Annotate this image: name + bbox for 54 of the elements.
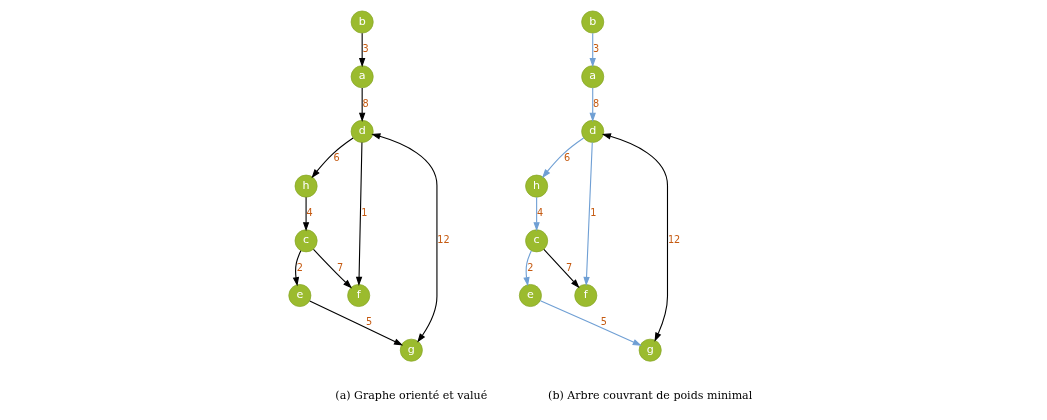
edge-label: 7 [565, 261, 572, 273]
node-circle: d [580, 120, 604, 143]
node-circle: c [524, 229, 548, 253]
arrow [358, 87, 365, 122]
edge-label: 4 [536, 207, 543, 219]
node-circle: b [350, 10, 374, 34]
arrow [312, 248, 352, 289]
edge-label: 1 [360, 207, 367, 219]
node-circle: h [524, 174, 548, 198]
arrow [542, 248, 580, 289]
edge-label: 5 [600, 316, 607, 328]
arrow [541, 137, 584, 179]
node-circle: g [399, 338, 423, 362]
edge-label: 2 [526, 261, 533, 273]
arrow [370, 133, 437, 343]
edge-label: 5 [365, 316, 372, 328]
arrow [532, 196, 540, 232]
arrow [302, 196, 309, 232]
node-circle: d [350, 120, 374, 143]
arrow [522, 250, 532, 287]
node-circle: c [294, 229, 317, 253]
edge-label: 6 [332, 152, 340, 164]
node-circle: e [518, 284, 542, 307]
arrow [589, 87, 596, 122]
edge-label: 3 [592, 42, 599, 54]
node-circle: a [580, 65, 604, 89]
arrow [582, 142, 593, 286]
arrow [310, 137, 354, 179]
edge-label: 6 [563, 152, 570, 164]
node-circle: e [287, 284, 311, 307]
arrow [292, 250, 301, 287]
edge-label: 2 [296, 261, 303, 273]
label: (b) Arbre couvrant de poids minimal [547, 389, 752, 403]
arrow [601, 133, 668, 342]
edge-label: 7 [336, 261, 343, 273]
label: (a) Graphe orienté et valué [334, 389, 487, 403]
arrow [539, 300, 642, 346]
node-circle: a [350, 65, 374, 89]
edge-label: 12 [667, 234, 680, 246]
edge-label: 12 [436, 234, 450, 246]
node-circle: b [580, 10, 604, 34]
node-circle: g [638, 338, 662, 362]
arrow [589, 32, 596, 68]
node-circle: f [346, 284, 370, 307]
edge-label: 8 [592, 97, 599, 109]
edge-label: 3 [362, 42, 369, 54]
edge-label: 4 [305, 207, 313, 219]
edge-label: 1 [589, 207, 596, 219]
node-circle: h [294, 174, 317, 198]
arrow [358, 32, 365, 68]
arrow [308, 300, 403, 346]
arrow [355, 142, 362, 286]
edge-label: 8 [362, 97, 369, 109]
node-circle: f [573, 284, 597, 307]
